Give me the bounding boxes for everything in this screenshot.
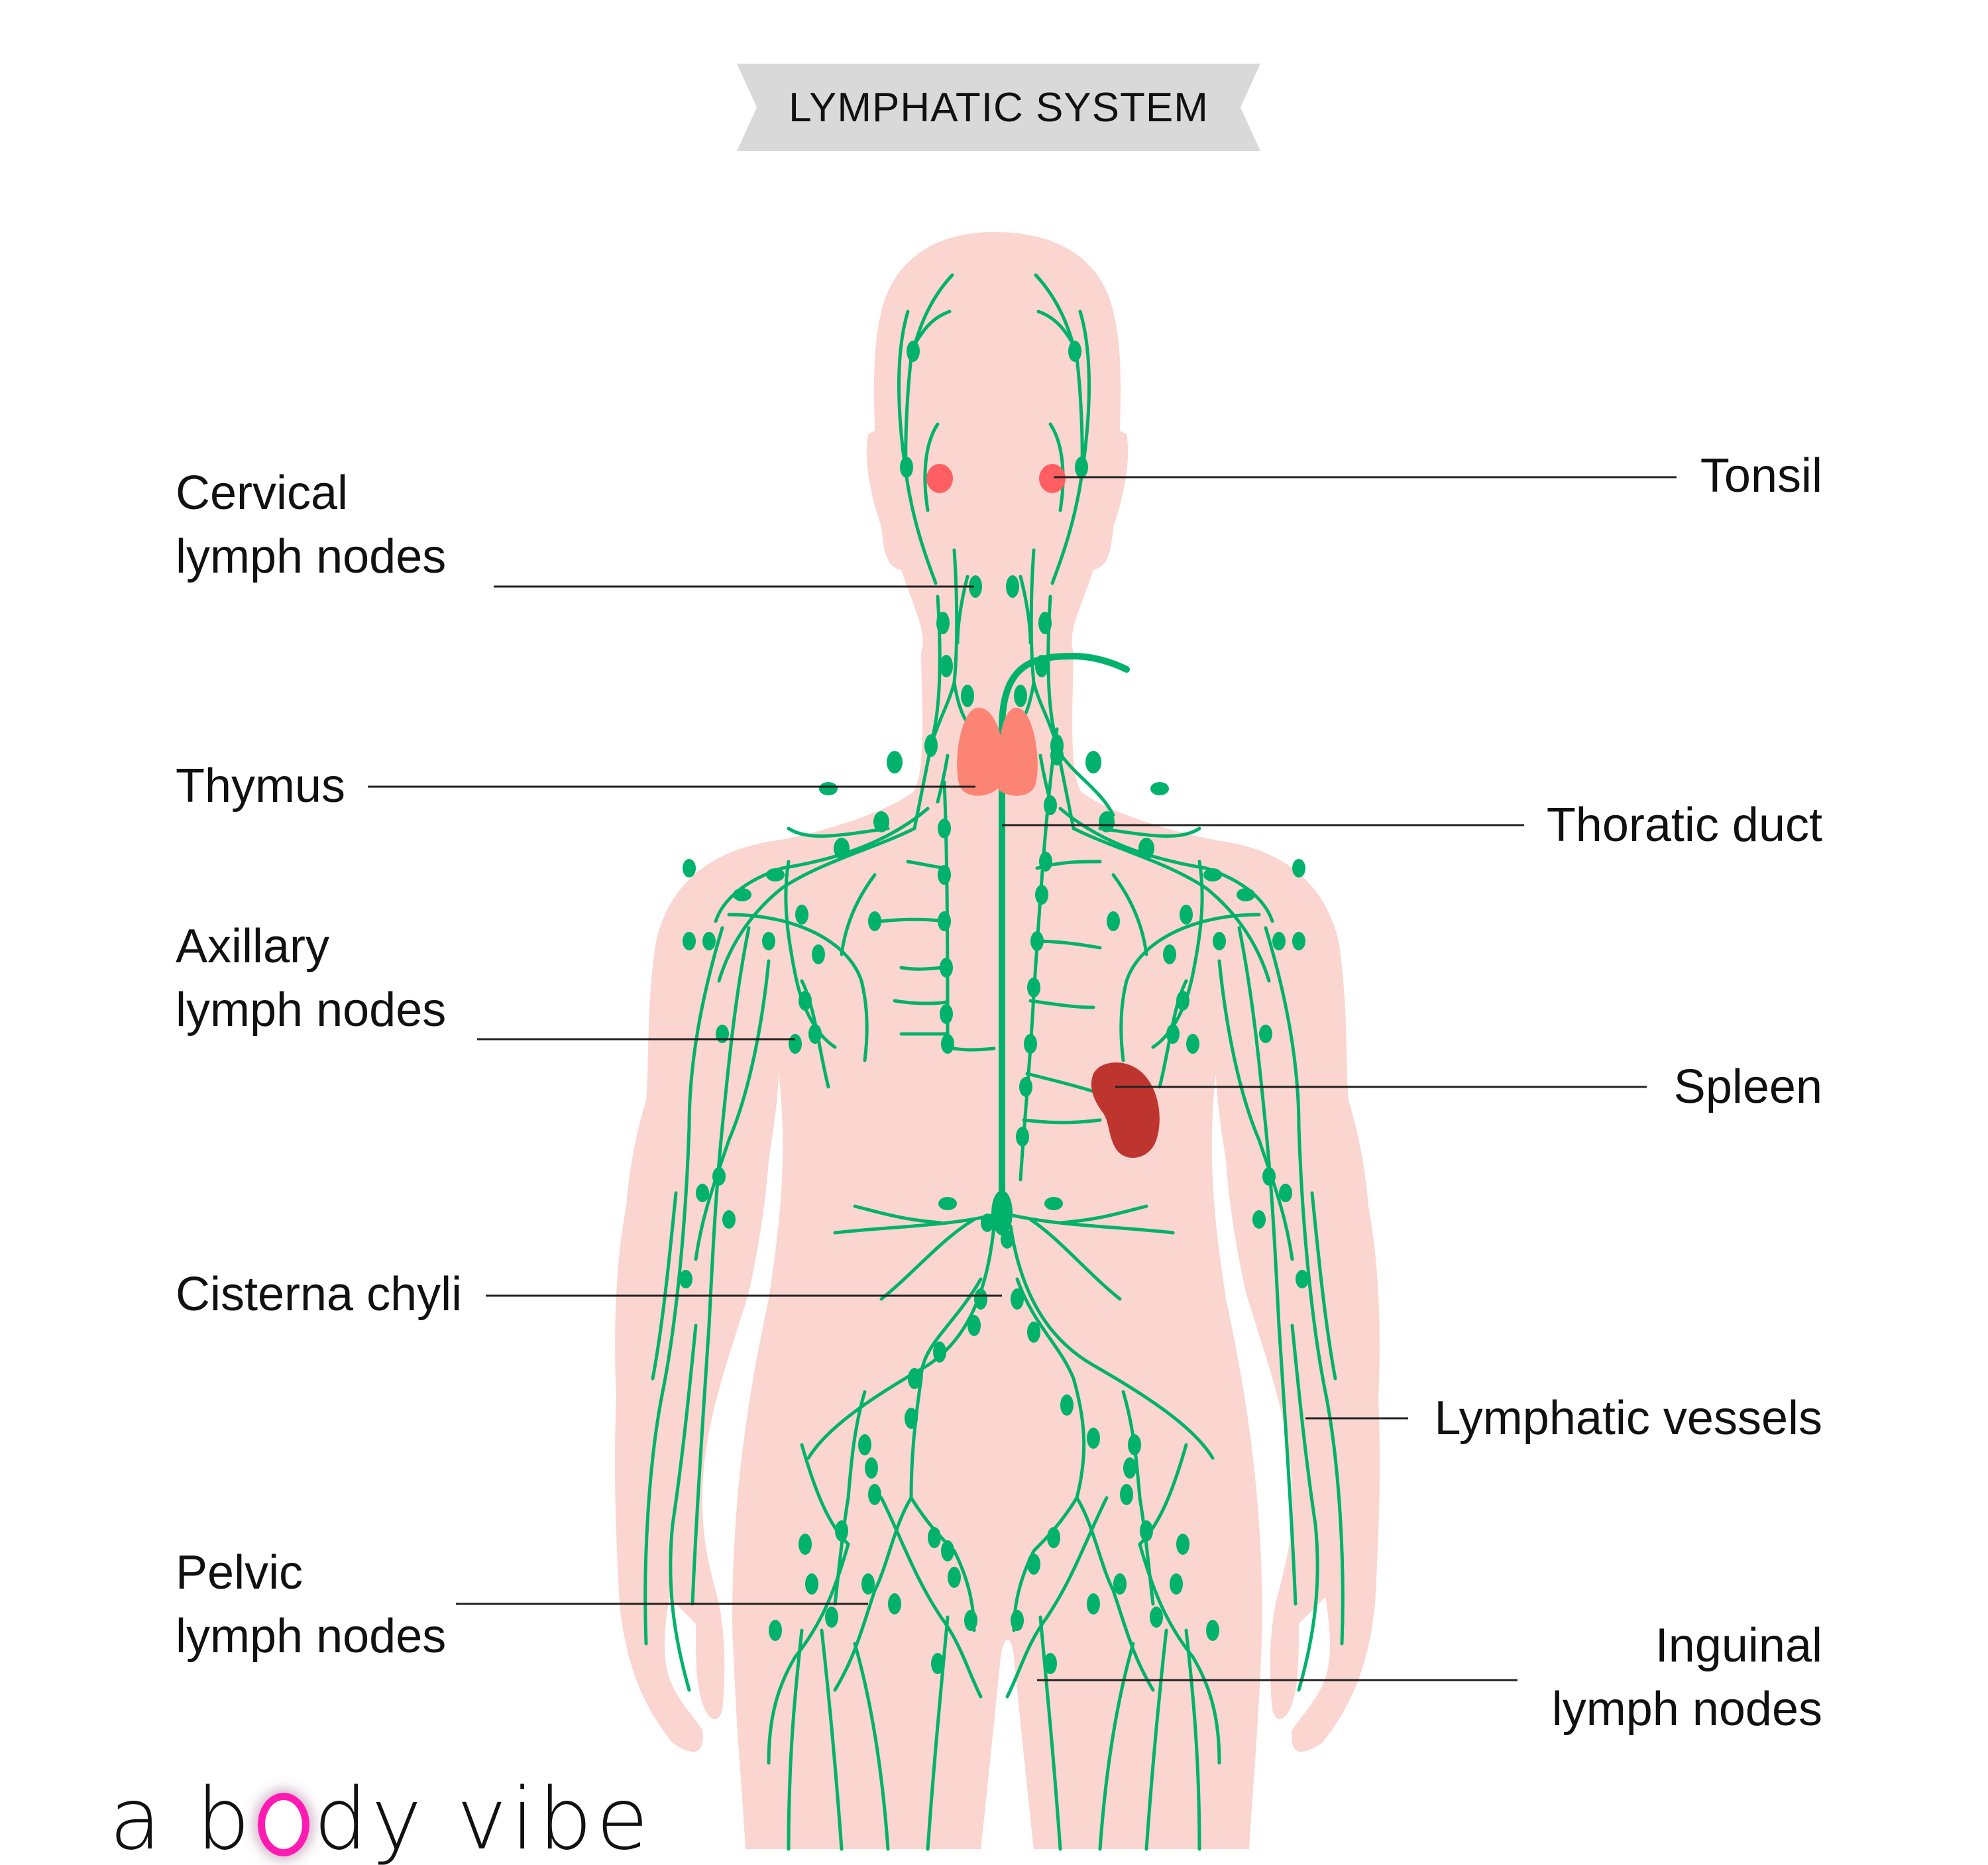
label-thoracic-duct: Thoratic duct (1547, 793, 1822, 857)
label-line: Cervical (176, 467, 349, 520)
label-thymus: Thymus (176, 754, 345, 818)
banner-ribbon-shape (737, 64, 1260, 151)
label-line: Spleen (1673, 1060, 1822, 1113)
label-line: Thoratic duct (1546, 799, 1822, 852)
thymus (957, 707, 1038, 796)
label-cervical-lymph-nodes: Cervical lymph nodes (176, 461, 446, 589)
label-axillary-lymph-nodes: Axillary lymph nodes (176, 915, 446, 1042)
label-tonsil: Tonsil (1700, 444, 1822, 508)
label-line: lymph nodes (176, 984, 447, 1037)
label-line: Axillary (176, 920, 330, 973)
label-line: Inguinal (1655, 1619, 1822, 1672)
title-banner: LYMPHATIC SYSTEM (737, 64, 1260, 151)
label-line: Pelvic (176, 1546, 304, 1599)
logo-text-end: dy vibe (313, 1770, 653, 1865)
organs (926, 464, 1160, 1158)
label-line: Thymus (176, 760, 346, 813)
label-lymphatic-vessels: Lymphatic vessels (1434, 1386, 1822, 1450)
tonsil-right (1039, 464, 1066, 493)
label-line: Cisterna chyli (176, 1268, 463, 1321)
label-pelvic-lymph-nodes: Pelvic lymph nodes (176, 1541, 446, 1668)
body-silhouette (614, 232, 1380, 1849)
pink-ring-o-icon (258, 1793, 310, 1856)
label-line: lymph nodes (176, 1610, 447, 1663)
label-line: lymph nodes (176, 530, 447, 583)
brand-logo: a b dy vibe (109, 1770, 652, 1865)
label-line: Tonsil (1700, 449, 1822, 502)
label-spleen: Spleen (1674, 1055, 1822, 1119)
label-inguinal-lymph-nodes: Inguinal lymph nodes (1552, 1614, 1822, 1741)
leader-lines (368, 476, 1677, 1681)
logo-text-start: a b (109, 1770, 254, 1865)
label-line: Lymphatic vessels (1434, 1392, 1822, 1445)
label-line: lymph nodes (1551, 1683, 1822, 1736)
label-cisterna-chyli: Cisterna chyli (176, 1263, 462, 1326)
tonsil-left (926, 464, 953, 493)
page-title: LYMPHATIC SYSTEM (789, 84, 1209, 131)
